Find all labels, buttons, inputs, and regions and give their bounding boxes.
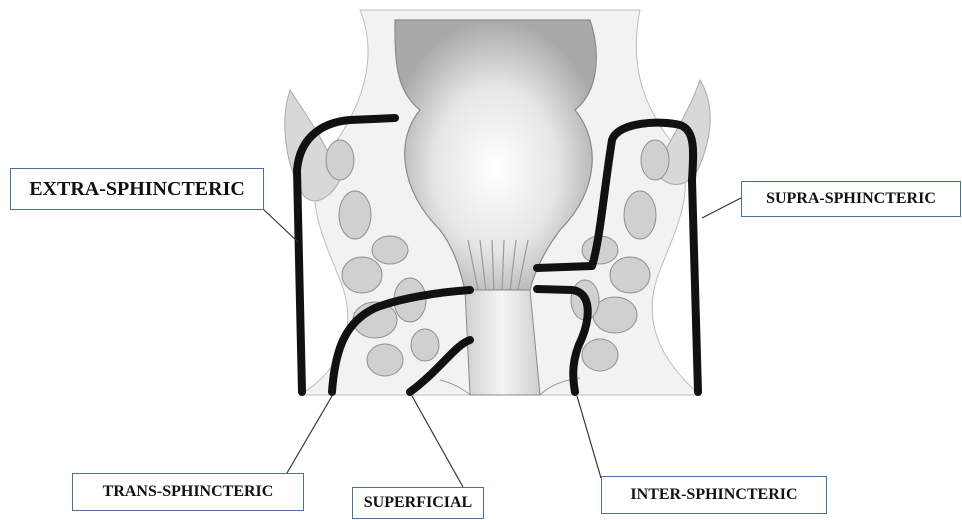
superficial-leader — [412, 396, 463, 487]
superficial-text: SUPERFICIAL — [364, 494, 472, 512]
inter-sphincteric-text: INTER-SPHINCTERIC — [630, 486, 797, 504]
superficial-label: SUPERFICIAL — [352, 487, 484, 519]
trans-sphincteric-label: TRANS-SPHINCTERIC — [72, 473, 304, 511]
extra-sphincteric-text: EXTRA-SPHINCTERIC — [29, 178, 245, 201]
extra-leader — [262, 208, 298, 242]
trans-sphincteric-text: TRANS-SPHINCTERIC — [103, 483, 274, 501]
inter-leader — [577, 396, 601, 478]
supra-leader — [702, 198, 741, 218]
extra-sphincteric-label: EXTRA-SPHINCTERIC — [10, 168, 264, 210]
trans-leader — [287, 396, 332, 473]
inter-sphincteric-label: INTER-SPHINCTERIC — [601, 476, 827, 514]
supra-sphincteric-label: SUPRA-SPHINCTERIC — [741, 181, 961, 217]
supra-sphincteric-text: SUPRA-SPHINCTERIC — [766, 190, 936, 208]
